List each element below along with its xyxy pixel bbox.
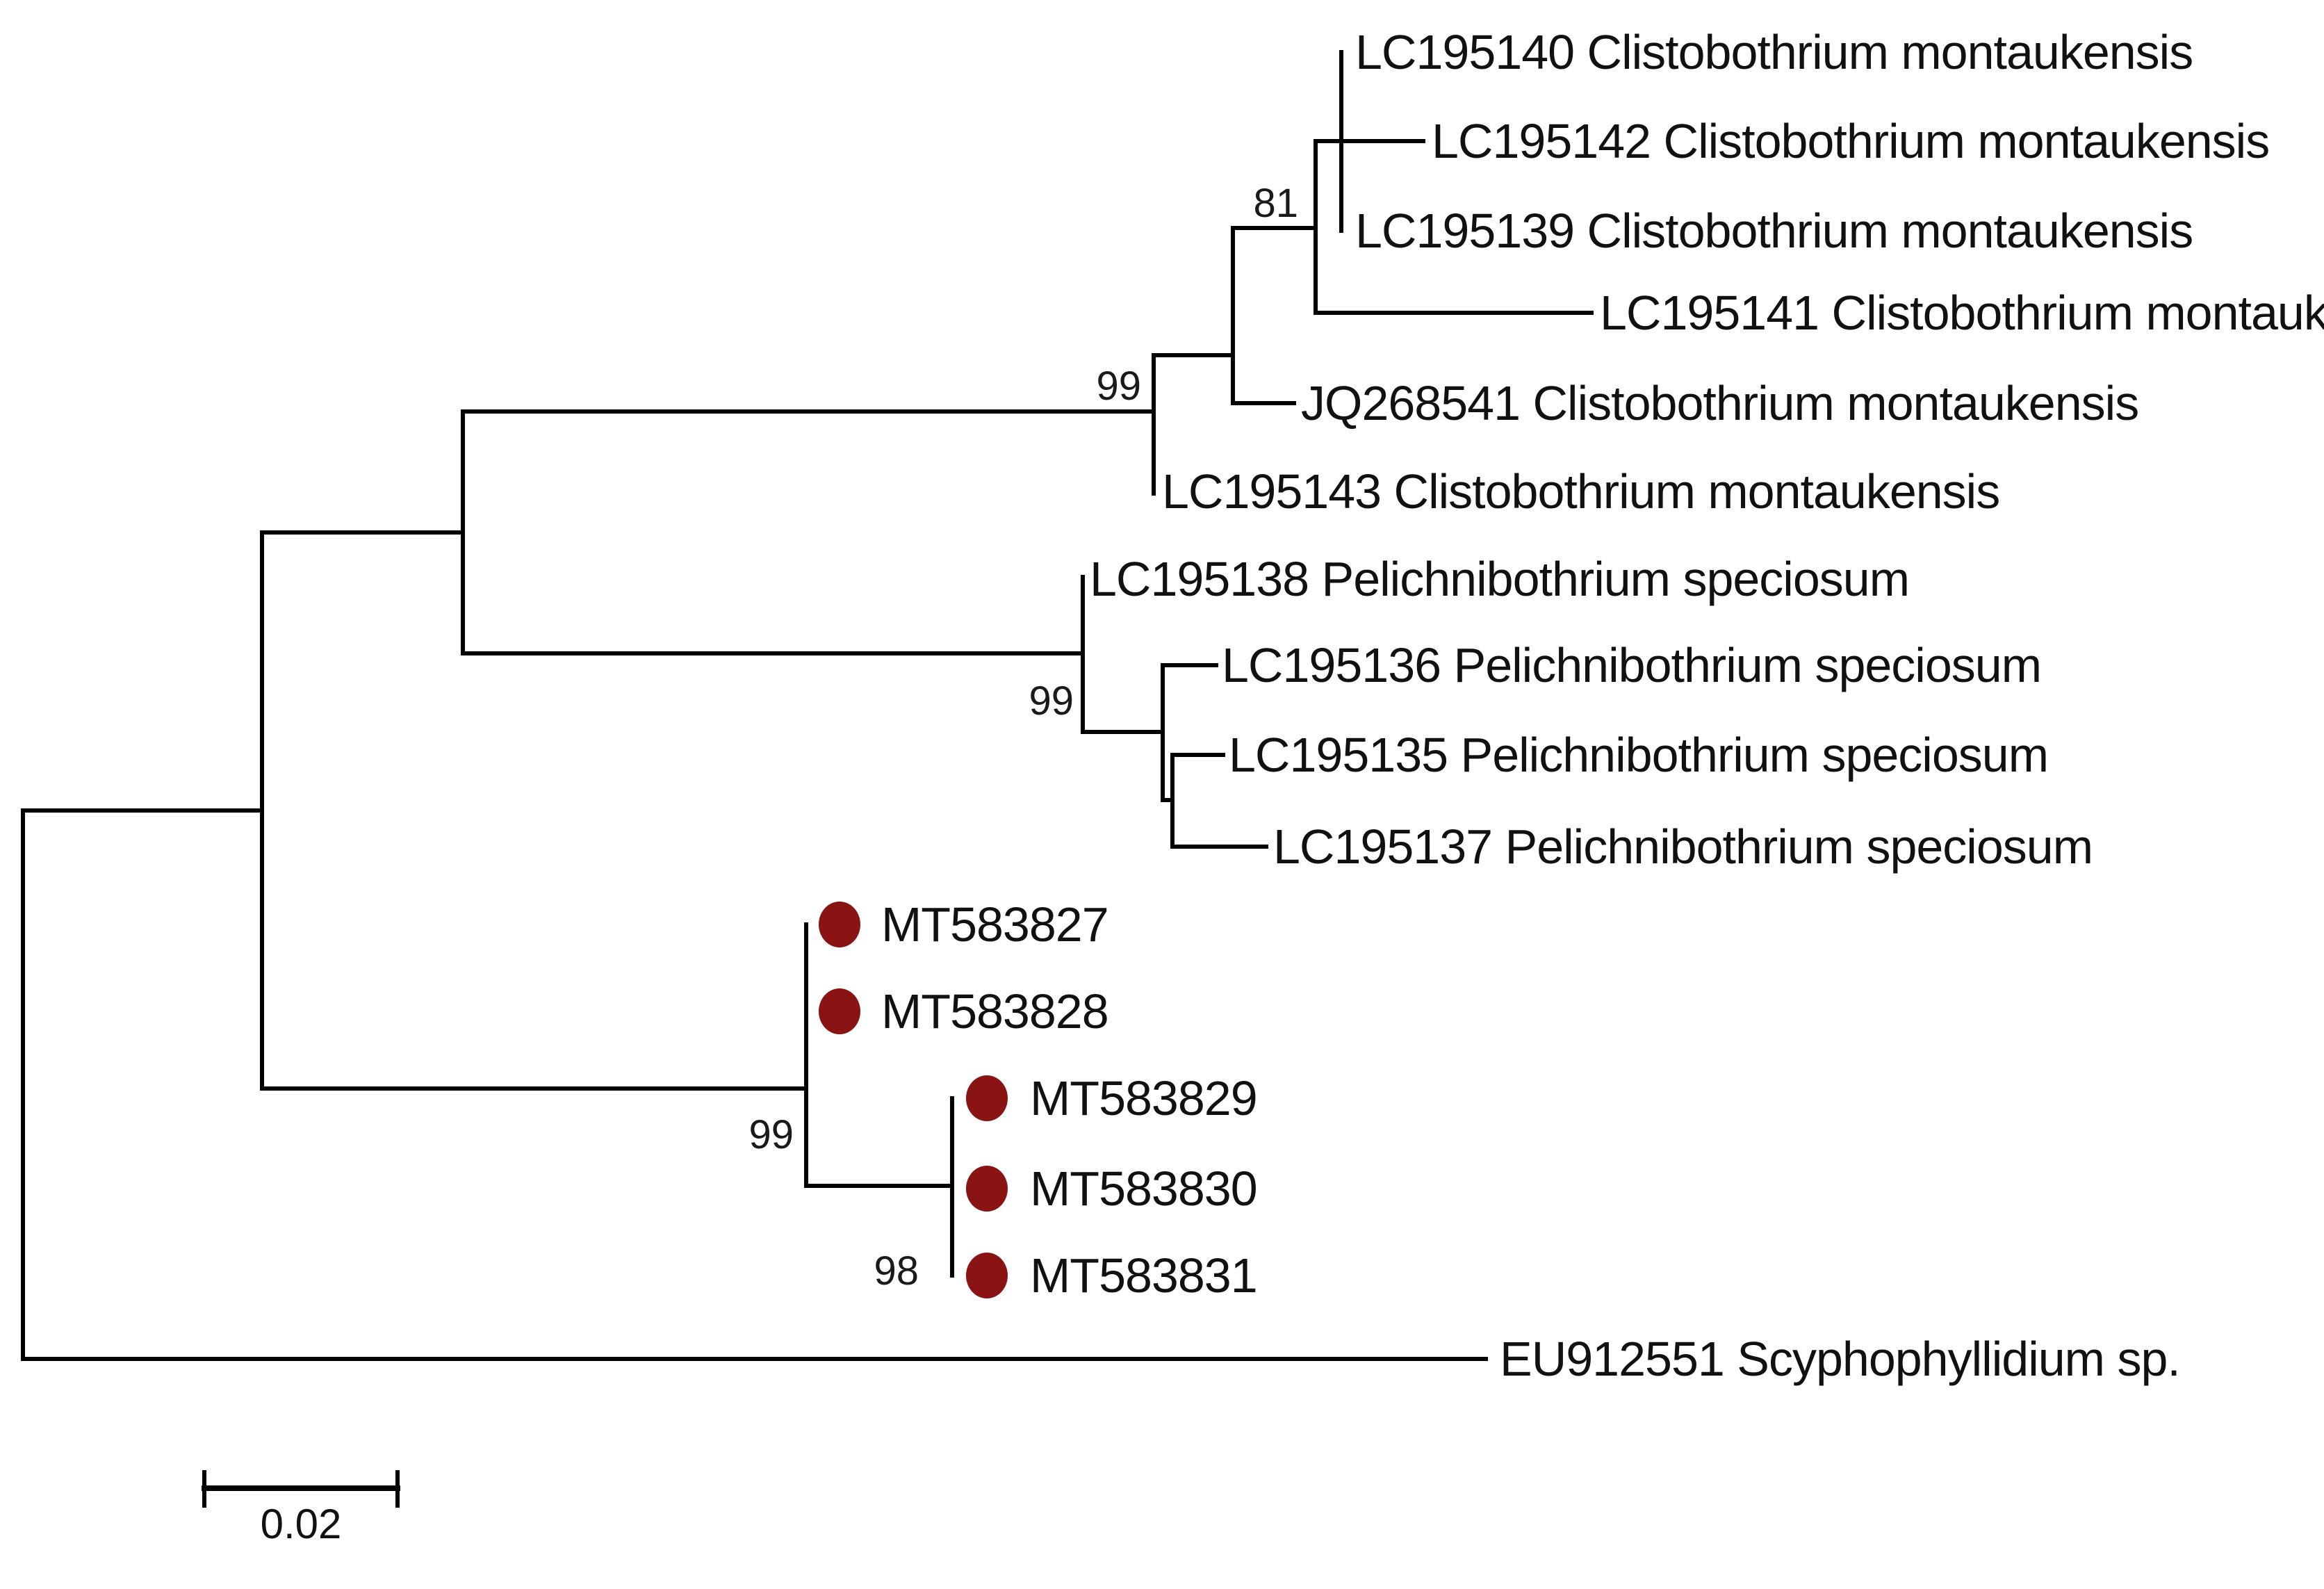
- taxon-label: LC195141 Clistobothrium montaukensis: [1600, 286, 2324, 340]
- taxon-label: JQ268541 Clistobothrium montaukensis: [1301, 376, 2138, 430]
- taxon-label: LC195135 Pelichnibothrium speciosum: [1229, 728, 2048, 782]
- taxon-label: MT583831: [1030, 1248, 1257, 1303]
- taxon-label: EU912551 Scyphophyllidium sp.: [1500, 1332, 2180, 1386]
- bootstrap-support-value: 98: [874, 1248, 919, 1294]
- taxon-label: LC195143 Clistobothrium montaukensis: [1162, 464, 1999, 519]
- taxon-label: LC195136 Pelichnibothrium speciosum: [1222, 638, 2041, 692]
- bootstrap-support-value: 81: [1253, 181, 1298, 226]
- taxon-label: LC195140 Clistobothrium montaukensis: [1355, 25, 2193, 79]
- taxon-marker-dot: [966, 1166, 1008, 1212]
- bootstrap-support-value: 99: [1029, 678, 1074, 724]
- taxon-label: MT583827: [881, 897, 1108, 952]
- taxon-marker-dot: [966, 1253, 1008, 1298]
- taxon-label: LC195138 Pelichnibothrium speciosum: [1090, 552, 1909, 606]
- taxon-marker-dot: [819, 902, 860, 947]
- taxon-label: LC195142 Clistobothrium montaukensis: [1432, 114, 2269, 168]
- taxon-label: MT583830: [1030, 1162, 1257, 1216]
- taxon-marker-dot: [966, 1075, 1008, 1121]
- taxon-label: LC195137 Pelichnibothrium speciosum: [1273, 820, 2093, 874]
- taxon-label: MT583828: [881, 984, 1108, 1038]
- taxon-marker-dot: [819, 988, 860, 1034]
- bootstrap-support-value: 99: [1096, 364, 1141, 409]
- taxon-label: MT583829: [1030, 1071, 1257, 1125]
- bootstrap-support-value: 99: [748, 1112, 794, 1157]
- taxon-label: LC195139 Clistobothrium montaukensis: [1355, 204, 2193, 258]
- scale-bar-label: 0.02: [261, 1501, 342, 1547]
